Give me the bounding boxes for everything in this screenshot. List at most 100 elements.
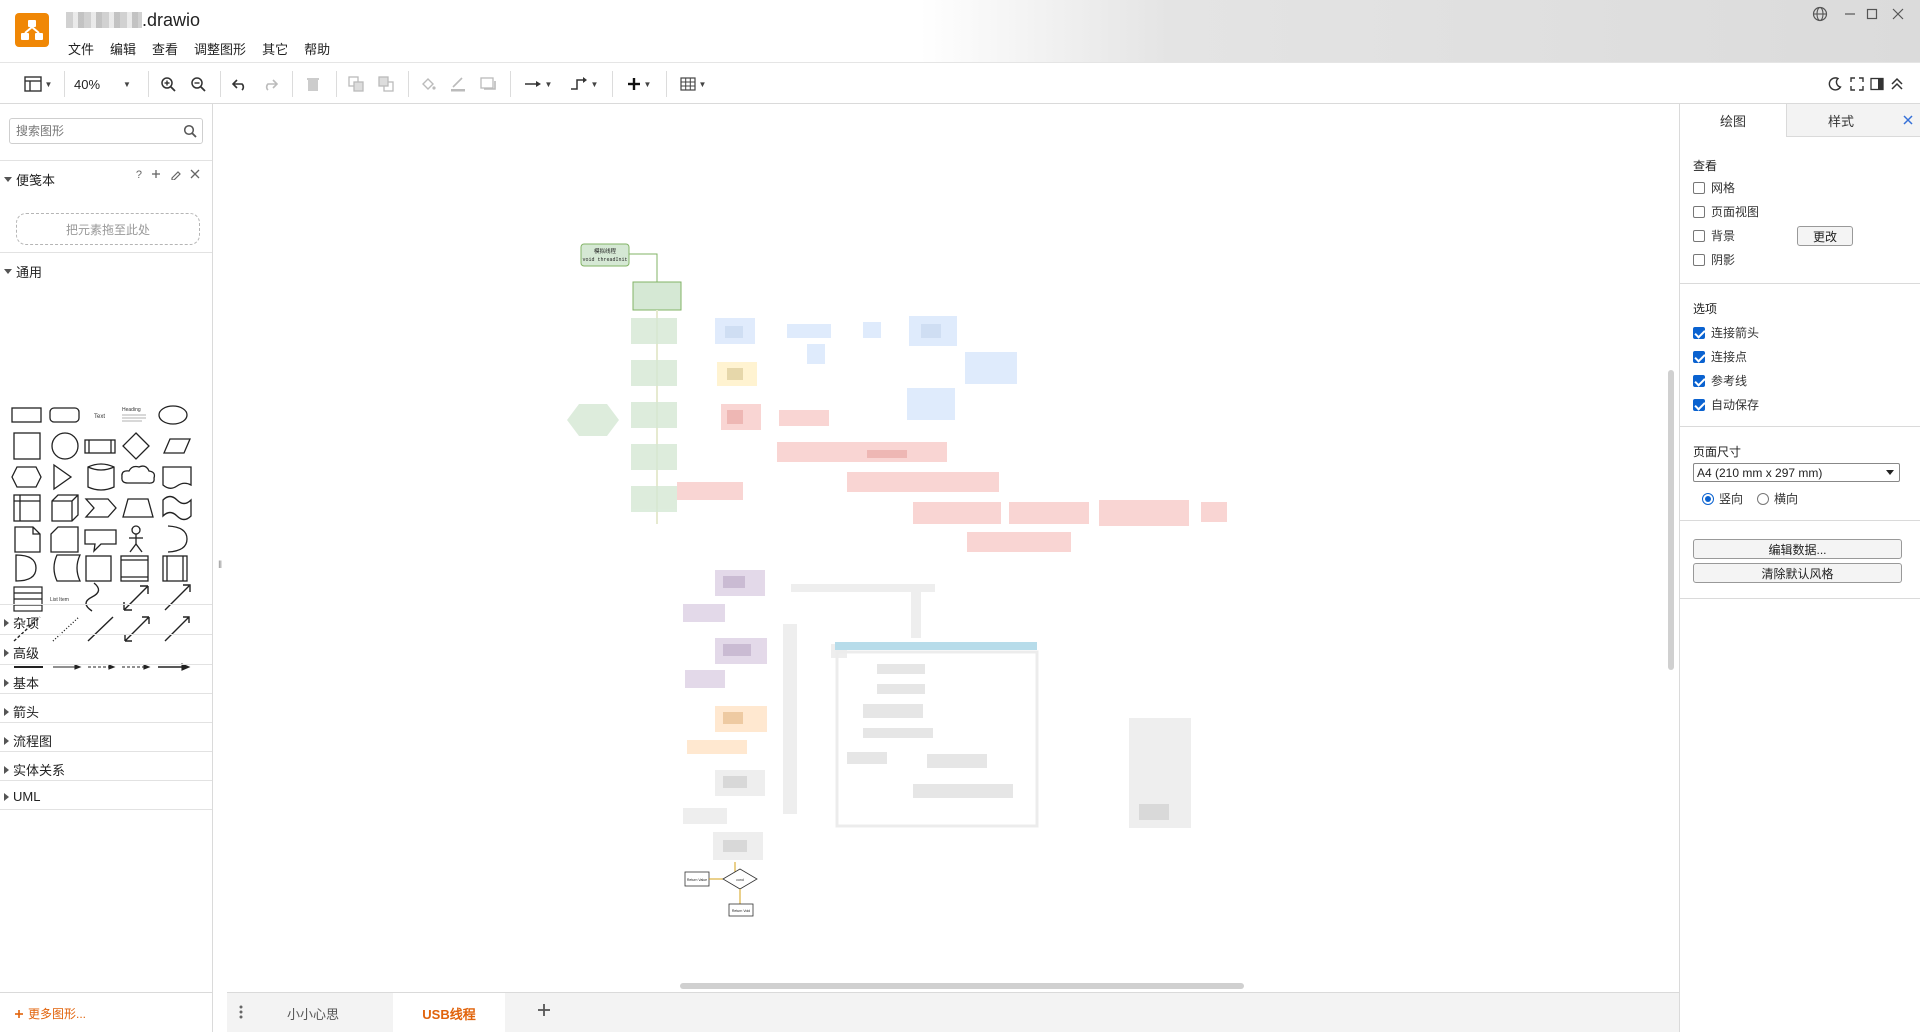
page-tab-2[interactable]: USB线程 bbox=[393, 993, 505, 1033]
scratchpad-edit-icon[interactable] bbox=[170, 169, 181, 183]
flowchart-title: 流程图 bbox=[13, 734, 53, 749]
straight-arrow-icon bbox=[524, 81, 541, 87]
collapsed-arrow-icon bbox=[4, 618, 9, 627]
radio-circle[interactable] bbox=[1757, 492, 1769, 505]
minimize-window-icon[interactable] bbox=[1840, 4, 1860, 24]
scratchpad-add-icon[interactable] bbox=[151, 169, 161, 183]
menu-extras[interactable]: 其它 bbox=[262, 42, 289, 57]
checkbox-box[interactable] bbox=[1693, 374, 1705, 387]
edit-data-button[interactable]: 编辑数据... bbox=[1693, 539, 1902, 559]
collapsed-arrow-icon bbox=[4, 765, 9, 774]
change-background-button[interactable]: 更改 bbox=[1797, 226, 1853, 246]
waypoints-dropdown[interactable]: ▼ bbox=[566, 73, 602, 95]
table-dropdown[interactable]: ▼ bbox=[676, 73, 710, 95]
flowchart-section[interactable]: 流程图 bbox=[0, 722, 212, 751]
advanced-section[interactable]: 高级 bbox=[0, 634, 212, 664]
to-back-icon[interactable] bbox=[376, 73, 396, 95]
grid-checkbox[interactable]: 网格 bbox=[1693, 179, 1735, 196]
general-section: 通用 bbox=[0, 252, 212, 604]
shadow-icon[interactable] bbox=[478, 73, 498, 95]
scratchpad-help-icon[interactable]: ? bbox=[135, 169, 142, 181]
delete-icon[interactable] bbox=[303, 73, 323, 95]
menu-edit[interactable]: 编辑 bbox=[110, 42, 137, 57]
menu-view[interactable]: 查看 bbox=[152, 42, 179, 57]
zoom-dropdown[interactable]: 40%▼ bbox=[74, 73, 131, 95]
vertical-scrollbar[interactable] bbox=[1668, 370, 1674, 670]
search-icon[interactable] bbox=[183, 124, 197, 138]
options-section: 选项 连接箭头 连接点 参考线 自动保存 bbox=[1680, 284, 1920, 427]
title-bar: .drawio 文件 编辑 查看 调整图形 其它 帮助 bbox=[0, 0, 1920, 62]
return-value-node[interactable]: Return Value bbox=[684, 871, 710, 887]
background-checkbox[interactable]: 背景 bbox=[1693, 227, 1735, 244]
view-panels-button[interactable]: ▼ bbox=[20, 73, 56, 95]
page-tabs-bar: 小小心思 USB线程 bbox=[227, 992, 1679, 1033]
dark-mode-icon[interactable] bbox=[1826, 73, 1844, 95]
checkbox-box[interactable] bbox=[1693, 229, 1705, 242]
entity-relation-section[interactable]: 实体关系 bbox=[0, 751, 212, 780]
horizontal-scrollbar[interactable] bbox=[680, 983, 1244, 989]
scratchpad-header[interactable]: 便笺本 bbox=[4, 170, 55, 189]
more-shapes-button[interactable]: 更多图形... bbox=[14, 1005, 86, 1022]
misc-section[interactable]: 杂项 bbox=[0, 604, 212, 634]
square-shape bbox=[13, 432, 41, 460]
close-window-icon[interactable] bbox=[1888, 4, 1908, 24]
decision-node[interactable]: cond bbox=[722, 868, 758, 890]
close-panel-icon[interactable] bbox=[1895, 104, 1920, 137]
portrait-radio[interactable]: 竖向 bbox=[1702, 490, 1743, 507]
menu-help[interactable]: 帮助 bbox=[304, 42, 331, 57]
blurred-table bbox=[835, 650, 1039, 828]
shape-search-input[interactable] bbox=[10, 119, 170, 143]
scratchpad-close-icon[interactable] bbox=[190, 169, 200, 183]
rect-square-shape bbox=[85, 555, 112, 582]
format-panel-toggle-icon[interactable] bbox=[1868, 73, 1886, 95]
insert-dropdown[interactable]: ▼ bbox=[622, 73, 656, 95]
autosave-checkbox[interactable]: 自动保存 bbox=[1693, 396, 1759, 413]
to-front-icon[interactable] bbox=[346, 73, 366, 95]
start-node[interactable]: 模拟线程 void threadInit bbox=[580, 243, 630, 267]
page-view-checkbox[interactable]: 页面视图 bbox=[1693, 203, 1759, 220]
clear-default-style-button[interactable]: 清除默认风格 bbox=[1693, 563, 1902, 583]
connection-style-dropdown[interactable]: ▼ bbox=[520, 73, 556, 95]
guides-checkbox[interactable]: 参考线 bbox=[1693, 372, 1747, 389]
zoom-in-icon[interactable] bbox=[158, 73, 178, 95]
scratchpad-drop-zone[interactable]: 把元素拖至此处 bbox=[16, 213, 200, 245]
checkbox-box[interactable] bbox=[1693, 326, 1705, 339]
connection-arrows-checkbox[interactable]: 连接箭头 bbox=[1693, 324, 1759, 341]
add-page-icon[interactable] bbox=[537, 1000, 551, 1023]
diagram-canvas[interactable]: 模拟线程 void threadInit bbox=[227, 104, 1679, 992]
plus-icon bbox=[15, 1009, 23, 1018]
layout-icon bbox=[23, 76, 42, 92]
fullscreen-icon[interactable] bbox=[1848, 73, 1866, 95]
landscape-radio[interactable]: 横向 bbox=[1757, 490, 1798, 507]
fill-color-icon[interactable] bbox=[418, 73, 438, 95]
line-color-icon[interactable] bbox=[448, 73, 468, 95]
undo-icon[interactable] bbox=[230, 73, 250, 95]
menu-arrange[interactable]: 调整图形 bbox=[194, 42, 247, 57]
shadow-checkbox[interactable]: 阴影 bbox=[1693, 251, 1735, 268]
checkbox-box[interactable] bbox=[1693, 253, 1705, 266]
radio-circle[interactable] bbox=[1702, 492, 1714, 505]
connection-points-checkbox[interactable]: 连接点 bbox=[1693, 348, 1747, 365]
language-globe-icon[interactable] bbox=[1810, 4, 1830, 24]
redo-icon[interactable] bbox=[260, 73, 280, 95]
checkbox-box[interactable] bbox=[1693, 205, 1705, 218]
pages-menu-icon[interactable] bbox=[239, 1005, 243, 1022]
collapse-toolbar-icon[interactable] bbox=[1888, 73, 1906, 95]
tab-style[interactable]: 样式 bbox=[1787, 104, 1895, 137]
general-header[interactable]: 通用 bbox=[4, 262, 42, 281]
checkbox-box[interactable] bbox=[1693, 181, 1705, 194]
zoom-out-icon[interactable] bbox=[188, 73, 208, 95]
return-void-node[interactable]: Return Void bbox=[728, 903, 754, 917]
maximize-window-icon[interactable] bbox=[1862, 4, 1882, 24]
arrows-section[interactable]: 箭头 bbox=[0, 693, 212, 722]
page-tab-1[interactable]: 小小心思 bbox=[286, 1006, 339, 1022]
basic-section[interactable]: 基本 bbox=[0, 664, 212, 693]
checkbox-box[interactable] bbox=[1693, 398, 1705, 411]
uml-section[interactable]: UML bbox=[0, 780, 212, 810]
tab-diagram[interactable]: 绘图 bbox=[1680, 104, 1787, 137]
format-panel: 绘图 样式 查看 网格 页面视图 背景 更改 阴影 选项 连接箭头 连接点 参考… bbox=[1679, 104, 1920, 1032]
checkbox-box[interactable] bbox=[1693, 350, 1705, 363]
sidebar-splitter-handle[interactable]: ‖ bbox=[218, 560, 223, 571]
paper-size-select[interactable]: A4 (210 mm x 297 mm) bbox=[1693, 463, 1900, 482]
menu-file[interactable]: 文件 bbox=[68, 42, 95, 57]
